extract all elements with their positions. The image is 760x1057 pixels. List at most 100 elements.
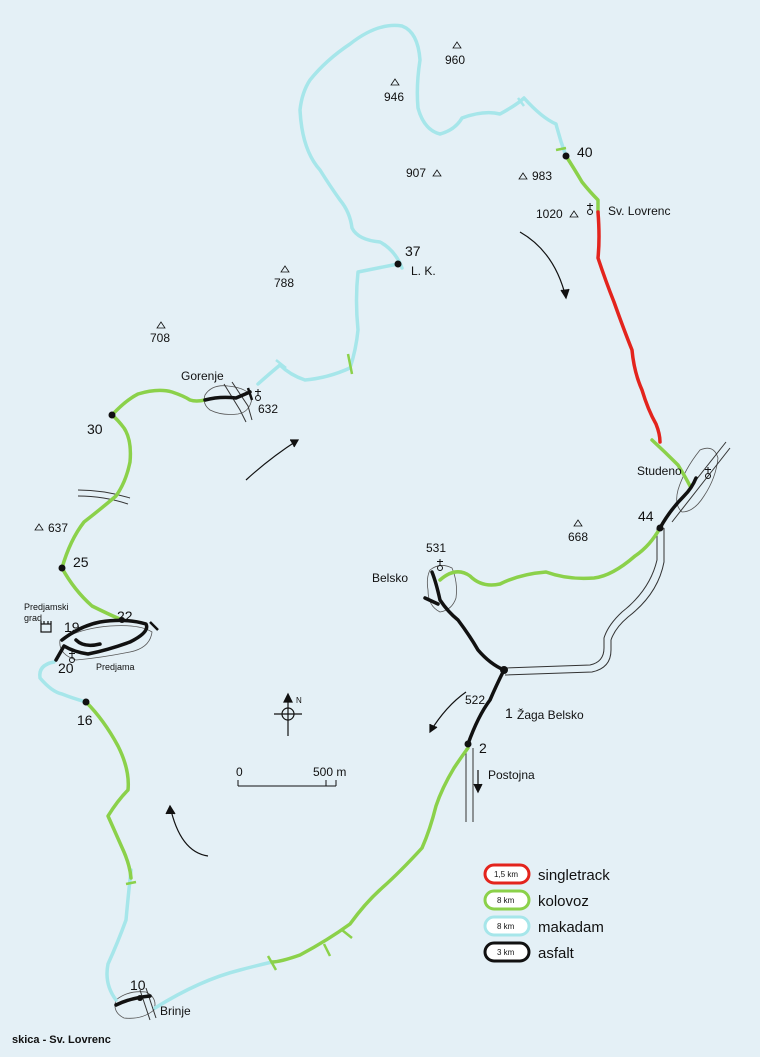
kolovoz-44-belsko bbox=[438, 526, 662, 587]
dot-10 bbox=[137, 995, 143, 1001]
tri-788 bbox=[280, 265, 290, 273]
road-cross-west-b bbox=[77, 495, 129, 505]
church-icon-belsko bbox=[437, 559, 443, 571]
scale-end-label: 500 m bbox=[313, 765, 346, 779]
waypoint-label: 19 bbox=[64, 619, 80, 635]
legend-swatch bbox=[483, 863, 531, 885]
elevation-label: 708 bbox=[150, 331, 170, 345]
road-brinje-a bbox=[139, 989, 151, 1021]
dot-30 bbox=[108, 411, 116, 419]
legend-swatch bbox=[483, 915, 531, 937]
legend-swatch bbox=[483, 941, 531, 963]
kolovoz-40-lovrenc bbox=[564, 154, 600, 214]
north-arrow-icon bbox=[274, 692, 302, 736]
tick-4 bbox=[322, 943, 332, 957]
direction-arrows bbox=[165, 231, 570, 857]
tick-1 bbox=[346, 353, 354, 375]
elevation-labels: 960 946 907 983 1020 788 708 637 668 531… bbox=[48, 53, 588, 707]
tri-1020 bbox=[569, 210, 579, 218]
castle-icon bbox=[40, 621, 52, 633]
asfalt-roads bbox=[54, 390, 698, 1007]
legend-item-kolovoz: 8 km kolovoz bbox=[483, 889, 589, 911]
legend-label: singletrack bbox=[538, 867, 610, 884]
double-roads bbox=[77, 381, 731, 1021]
place-brinje: Brinje bbox=[160, 1004, 191, 1018]
elevation-triangles bbox=[34, 41, 583, 531]
place-predjamski-1: Predjamski bbox=[24, 602, 69, 612]
kolovoz-2-south bbox=[270, 746, 470, 964]
road-zaga-east-a bbox=[504, 528, 658, 669]
waypoint-label: 10 bbox=[130, 977, 146, 993]
legend-label: asfalt bbox=[538, 945, 575, 962]
makadam-predjama-16 bbox=[38, 660, 88, 704]
tri-983 bbox=[518, 172, 528, 180]
kolovoz-16-south bbox=[84, 700, 133, 880]
legend: 1,5 km singletrack 8 km kolovoz 8 km mak… bbox=[483, 863, 610, 963]
road-cross-west-a bbox=[77, 489, 131, 499]
asfalt-belsko-spur bbox=[423, 596, 440, 606]
tick-9 bbox=[149, 621, 159, 631]
arrow-se bbox=[519, 231, 567, 299]
church-icons bbox=[69, 203, 711, 663]
asfalt-predjama-inner bbox=[74, 638, 102, 648]
church-icon-predjama bbox=[69, 651, 75, 663]
waypoint-label: 16 bbox=[77, 712, 93, 728]
legend-km: 8 km bbox=[497, 922, 515, 931]
elevation-label: 788 bbox=[274, 276, 294, 290]
church-icon-lovrenc bbox=[587, 203, 593, 215]
makadam-south bbox=[105, 868, 133, 1002]
church-icon-gorenje bbox=[255, 389, 261, 401]
arrow-nw bbox=[169, 805, 209, 857]
makadam-brinje-east bbox=[153, 960, 274, 1010]
asfalt-zaga-2 bbox=[466, 668, 506, 746]
brinje-outline bbox=[114, 991, 156, 1019]
waypoint-label: 1 bbox=[505, 705, 513, 721]
waypoint-label: 30 bbox=[87, 421, 103, 437]
kolovoz-25-30-gorenje bbox=[60, 388, 207, 570]
legend-item-singletrack: 1,5 km singletrack bbox=[483, 863, 610, 885]
waypoint-label: 44 bbox=[638, 508, 654, 524]
asfalt-gorenje bbox=[203, 390, 252, 402]
waypoint-dots bbox=[58, 152, 664, 1001]
predjama-outline bbox=[59, 625, 153, 661]
elevation-label: 522 bbox=[465, 693, 485, 707]
tri-907 bbox=[432, 169, 442, 177]
elevation-label: 668 bbox=[568, 530, 588, 544]
elevation-label: 907 bbox=[406, 166, 426, 180]
elevation-label: 632 bbox=[258, 402, 278, 416]
tri-668 bbox=[573, 519, 583, 527]
belsko-outline bbox=[426, 565, 457, 613]
asfalt-belsko-zaga bbox=[430, 570, 506, 672]
dot-16 bbox=[82, 698, 90, 706]
elevation-label: 637 bbox=[48, 521, 68, 535]
tick-10 bbox=[246, 387, 254, 401]
place-gorenje: Gorenje bbox=[181, 369, 224, 383]
dot-44 bbox=[656, 524, 664, 532]
asfalt-brinje bbox=[114, 994, 152, 1007]
place-predjama: Predjama bbox=[96, 662, 135, 672]
tick-marks bbox=[125, 97, 567, 971]
church-icon-studeno bbox=[705, 467, 711, 479]
scale-bar bbox=[237, 780, 337, 787]
waypoint-label: 2 bbox=[479, 740, 487, 756]
legend-item-asfalt: 3 km asfalt bbox=[483, 941, 575, 963]
place-lk: L. K. bbox=[411, 264, 436, 278]
road-gorenje-b bbox=[231, 381, 253, 421]
arrow-ne-head bbox=[290, 439, 300, 448]
tri-946 bbox=[390, 78, 400, 86]
road-brinje-b bbox=[145, 987, 157, 1019]
north-label: N bbox=[296, 696, 302, 705]
tri-960 bbox=[452, 41, 462, 49]
place-belsko: Belsko bbox=[372, 571, 408, 585]
arrow-sw-head bbox=[429, 724, 438, 734]
waypoint-label: 22 bbox=[117, 608, 133, 624]
elevation-label: 531 bbox=[426, 541, 446, 555]
arrow-postojna-head bbox=[473, 783, 483, 794]
waypoint-label: 40 bbox=[577, 144, 593, 160]
waypoint-label: 25 bbox=[73, 554, 89, 570]
makadam-tracks bbox=[38, 23, 568, 1010]
legend-item-makadam: 8 km makadam bbox=[483, 915, 604, 937]
place-studeno: Studeno bbox=[637, 464, 682, 478]
